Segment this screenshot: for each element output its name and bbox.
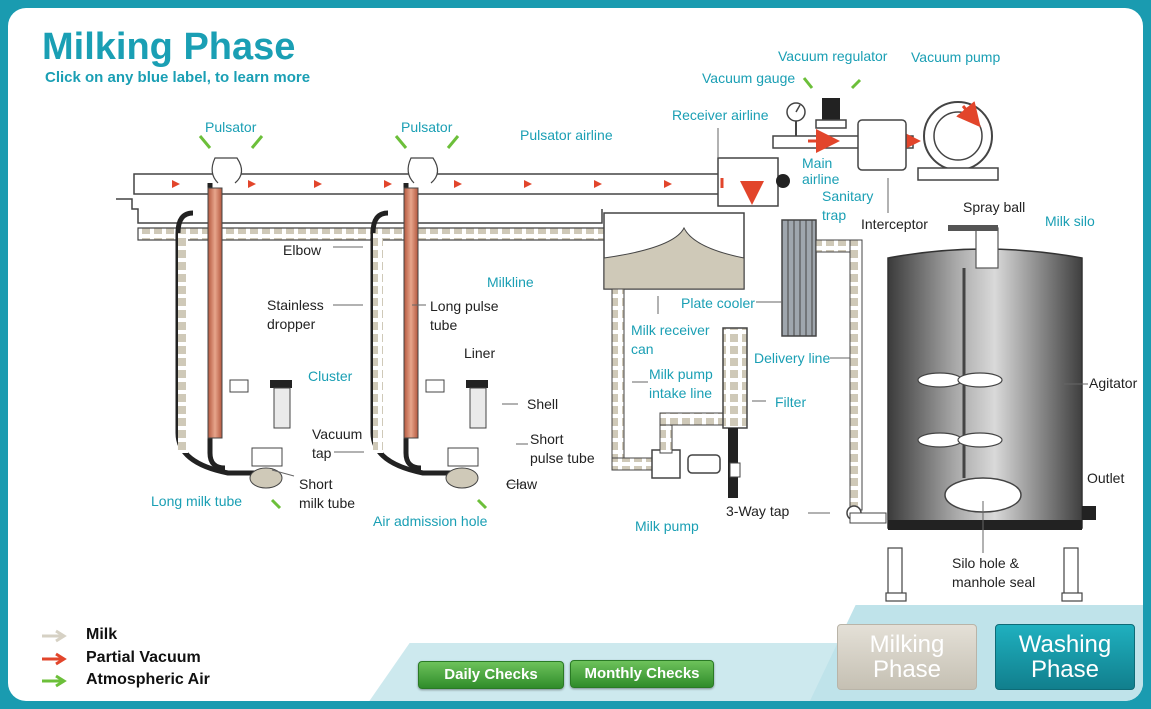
- label-delivery-line[interactable]: Delivery line: [754, 350, 831, 366]
- washing-phase-label-2: Phase: [1030, 656, 1100, 683]
- label-liner: Liner: [464, 345, 496, 361]
- label-receiver-airline[interactable]: Receiver airline: [672, 107, 769, 123]
- label-vacuum-gauge[interactable]: Vacuum gauge: [702, 70, 796, 86]
- label-milkline[interactable]: Milkline: [487, 274, 534, 290]
- label-three-way-tap: 3-Way tap: [726, 503, 790, 519]
- vacuum-arrow-icon: [42, 652, 67, 666]
- milking-phase-label-1: Milking: [869, 631, 945, 658]
- label-plate-cooler[interactable]: Plate cooler: [681, 295, 755, 311]
- label-vacuum-tap-2: tap: [312, 445, 332, 461]
- label-main-airline-2[interactable]: airline: [802, 171, 840, 187]
- air-arrows: [198, 77, 862, 510]
- label-milk-pump-intake-2[interactable]: intake line: [649, 385, 713, 401]
- page-subtitle: Click on any blue label, to learn more: [45, 69, 311, 86]
- sanitary-trap-ball: [776, 174, 790, 188]
- label-air-admission-hole[interactable]: Air admission hole: [373, 513, 488, 529]
- milk-pump-body: [651, 449, 681, 479]
- label-pulsator-2[interactable]: Pulsator: [401, 119, 453, 135]
- label-elbow: Elbow: [283, 242, 322, 258]
- spray-ball-pipe: [975, 227, 999, 269]
- label-short-milk-1: Short: [299, 476, 333, 492]
- legend-vacuum-label: Partial Vacuum: [86, 649, 201, 666]
- label-pulsator-1[interactable]: Pulsator: [205, 119, 257, 135]
- label-milk-receiver-1[interactable]: Milk receiver: [631, 322, 710, 338]
- legend-air-label: Atmospheric Air: [86, 671, 210, 688]
- daily-checks-button[interactable]: Daily Checks: [418, 661, 564, 689]
- label-vacuum-regulator[interactable]: Vacuum regulator: [778, 48, 888, 64]
- air-arrow-icon: [42, 674, 67, 688]
- milk-silo-tank: [887, 248, 1083, 529]
- label-short-pulse-2: pulse tube: [530, 450, 595, 466]
- page-title: Milking Phase: [42, 26, 296, 68]
- monthly-checks-button[interactable]: Monthly Checks: [570, 660, 714, 688]
- label-long-pulse-2: tube: [430, 317, 458, 333]
- leader-lines: [271, 128, 1088, 553]
- label-filter[interactable]: Filter: [775, 394, 807, 410]
- label-milk-pump-intake-1[interactable]: Milk pump: [649, 366, 713, 382]
- label-stainless-2: dropper: [267, 316, 316, 332]
- milking-system-diagram: [116, 77, 1096, 602]
- plate-cooler: [781, 219, 817, 337]
- label-long-milk-tube[interactable]: Long milk tube: [151, 493, 243, 509]
- label-claw: Claw: [506, 476, 538, 492]
- diagram-frame: Milking Phase Click on any blue label, t…: [8, 8, 1143, 701]
- label-sanitary-trap-2[interactable]: trap: [822, 207, 847, 223]
- vacuum-arrows: [154, 180, 672, 188]
- silo-outlet: [1082, 506, 1096, 520]
- label-vacuum-pump[interactable]: Vacuum pump: [911, 49, 1001, 65]
- label-outlet: Outlet: [1087, 470, 1125, 486]
- label-short-milk-2: milk tube: [299, 495, 356, 511]
- filter-housing: [722, 327, 748, 429]
- label-agitator: Agitator: [1089, 375, 1138, 391]
- label-stainless-1: Stainless: [267, 297, 324, 313]
- vacuum-regulator-body: [822, 98, 840, 120]
- label-silo-hole-1: Silo hole &: [952, 555, 1019, 571]
- label-short-pulse-1: Short: [530, 431, 564, 447]
- label-main-airline-1[interactable]: Main: [802, 155, 833, 171]
- label-milk-pump[interactable]: Milk pump: [635, 518, 699, 534]
- label-silo-hole-2: manhole seal: [952, 574, 1036, 590]
- silo-legs: [885, 547, 1083, 602]
- label-pulsator-airline[interactable]: Pulsator airline: [520, 127, 613, 143]
- label-shell: Shell: [527, 396, 559, 412]
- label-interceptor: Interceptor: [861, 216, 928, 232]
- interceptor-tank: [857, 119, 907, 171]
- label-cluster[interactable]: Cluster: [308, 368, 353, 384]
- label-milk-silo[interactable]: Milk silo: [1045, 213, 1095, 229]
- label-vacuum-tap-1: Vacuum: [312, 426, 363, 442]
- legend-milk-label: Milk: [86, 626, 118, 643]
- milking-unit-1: [175, 157, 292, 489]
- delivery-line-pipe: [849, 239, 863, 511]
- label-milk-receiver-2[interactable]: can: [631, 341, 654, 357]
- milking-unit-2: [370, 157, 488, 489]
- label-spray-ball: Spray ball: [963, 199, 1026, 215]
- label-long-pulse-1: Long pulse: [430, 298, 499, 314]
- label-sanitary-trap-1[interactable]: Sanitary: [822, 188, 874, 204]
- receiver-airline-box: [717, 157, 779, 207]
- milking-phase-label-2: Phase: [872, 656, 942, 683]
- washing-phase-label-1: Washing: [1018, 631, 1112, 658]
- milk-arrow-icon: [42, 629, 67, 643]
